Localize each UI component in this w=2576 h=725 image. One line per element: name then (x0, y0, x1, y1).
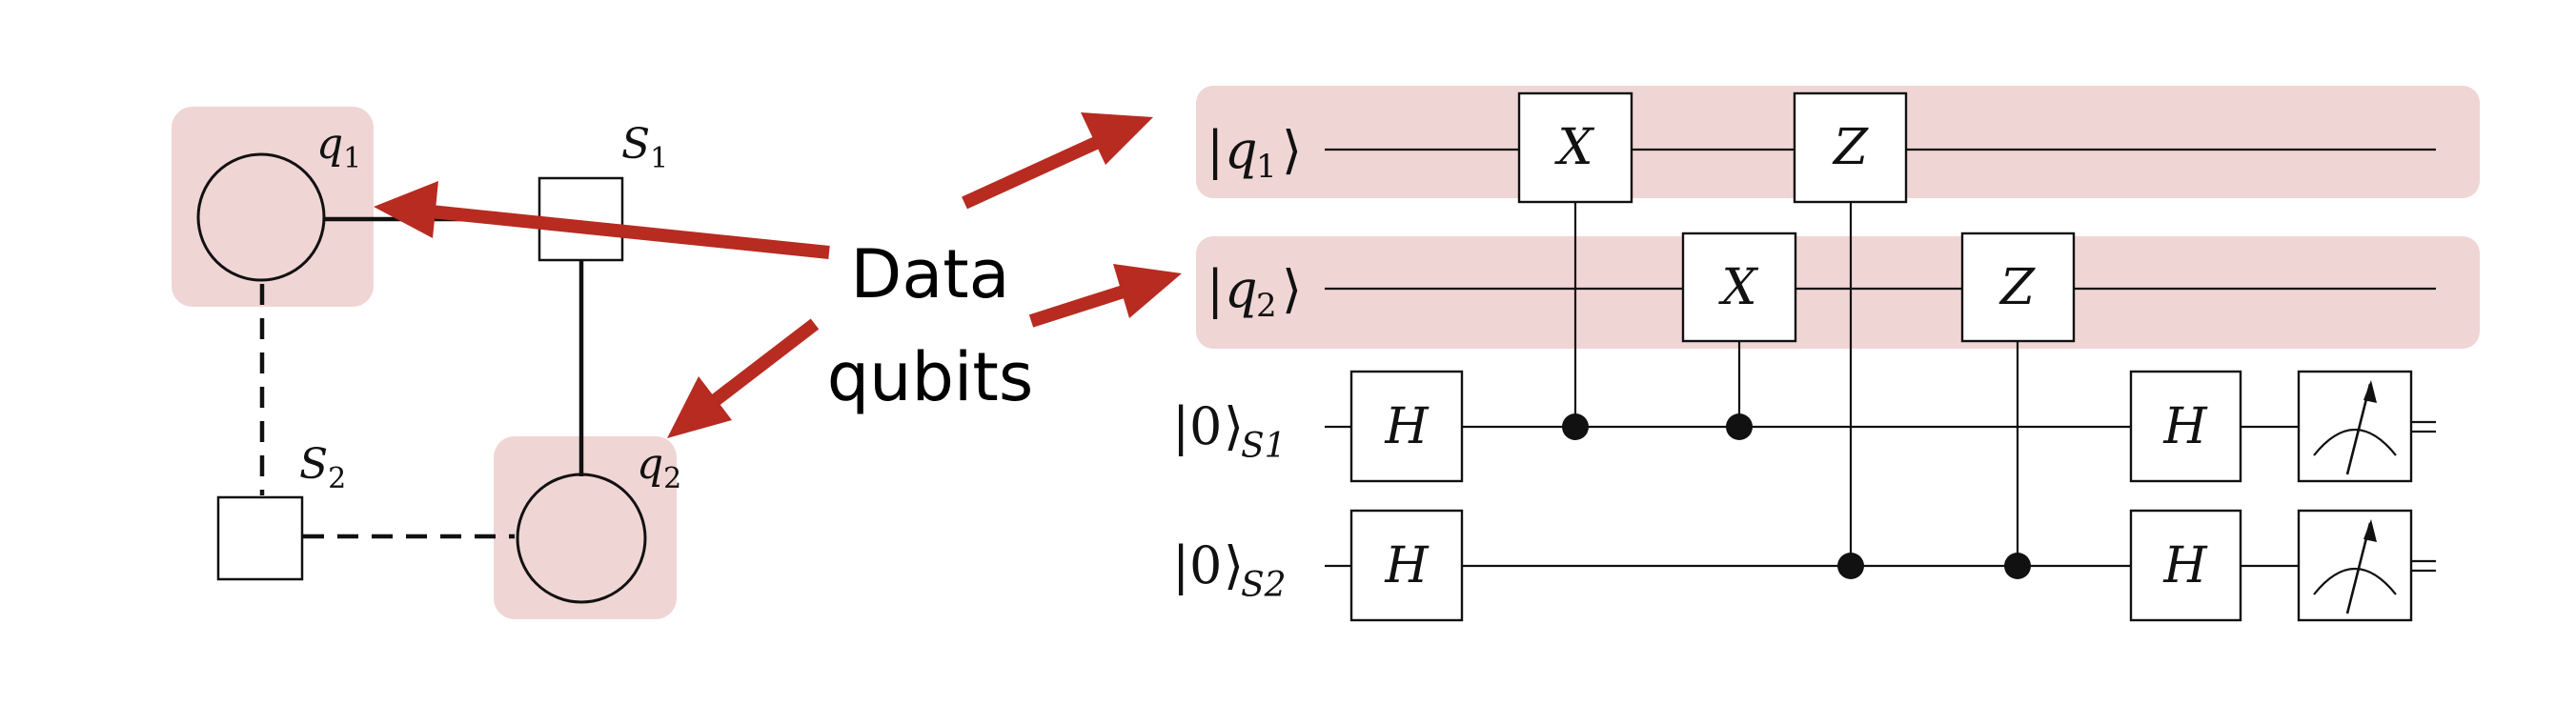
svg-text:Z: Z (1832, 119, 1869, 176)
svg-text:S2: S2 (1241, 566, 1287, 605)
arrow-to-qubit1 (374, 181, 830, 259)
svg-text:|: | (1172, 396, 1189, 456)
svg-text:|: | (1207, 259, 1224, 319)
gate-z1: Z (1793, 91, 1908, 204)
svg-text:H: H (1384, 537, 1430, 594)
svg-text:X: X (1717, 259, 1758, 316)
svg-text:⟩: ⟩ (1224, 396, 1244, 456)
gate-h-s1-in: H (1349, 370, 1464, 483)
arrow-to-qubit2 (667, 318, 820, 438)
lattice-panel: q1 q2 S1 S2 (172, 107, 681, 619)
stabilizer1-label: S1 (621, 120, 668, 175)
svg-text:⟩: ⟩ (1282, 259, 1302, 319)
svg-text:0: 0 (1189, 396, 1222, 456)
svg-text:⟩: ⟩ (1224, 535, 1244, 595)
qubit2-highlight (494, 436, 677, 619)
control-dot-x2 (1726, 413, 1753, 440)
svg-text:|: | (1207, 120, 1224, 180)
svg-text:S1: S1 (1241, 427, 1287, 466)
svg-text:Z: Z (1998, 259, 2036, 316)
stabilizer2-label: S2 (299, 440, 346, 495)
svg-text:H: H (2162, 537, 2208, 594)
svg-text:⟩: ⟩ (1282, 120, 1302, 180)
wire-q2-highlight (1196, 236, 2480, 349)
ket-label-q2: | q 2 ⟩ (1207, 259, 1302, 325)
svg-text:|: | (1172, 535, 1189, 595)
control-dot-x1 (1562, 413, 1589, 440)
control-dot-z1 (1837, 553, 1864, 579)
qubit1-highlight (172, 107, 374, 307)
classical-out-s1 (2411, 420, 2436, 433)
gate-h-s2-in: H (1349, 509, 1464, 622)
svg-text:H: H (1384, 398, 1430, 455)
gate-x2: X (1681, 232, 1797, 343)
svg-text:H: H (2162, 398, 2208, 455)
stabilizer2-node (216, 495, 304, 581)
classical-out-s2 (2411, 559, 2436, 573)
callout: Data qubits (374, 112, 1182, 438)
qubit2-label: q2 (637, 440, 681, 495)
arrow-to-wire-q2 (1028, 264, 1182, 328)
qubit2-node (516, 473, 647, 604)
gate-h-s2-out: H (2129, 509, 2242, 622)
svg-text:1: 1 (1256, 148, 1277, 186)
control-dot-z2 (2004, 553, 2031, 579)
callout-line2: qubits (827, 338, 1034, 416)
svg-text:q: q (1225, 120, 1258, 180)
ket-label-s2: | 0 ⟩ S2 (1172, 535, 1287, 605)
svg-text:X: X (1553, 119, 1594, 176)
meter-icon (2297, 370, 2413, 483)
svg-text:0: 0 (1189, 535, 1222, 595)
qubit1-node (196, 152, 326, 282)
circuit-panel: X Z X Z H H H H (1172, 86, 2480, 622)
svg-text:2: 2 (1256, 287, 1277, 325)
meter-icon (2297, 509, 2413, 622)
gate-h-s1-out: H (2129, 370, 2242, 483)
svg-text:q: q (1225, 259, 1258, 319)
callout-line1: Data (850, 235, 1009, 313)
arrow-to-wire-q1 (962, 112, 1153, 210)
ket-label-q1: | q 1 ⟩ (1207, 120, 1302, 186)
qubit1-label: q1 (316, 120, 361, 175)
gate-z2: Z (1960, 232, 2076, 343)
gate-x1: X (1517, 91, 1633, 204)
ket-label-s1: | 0 ⟩ S1 (1172, 396, 1287, 466)
